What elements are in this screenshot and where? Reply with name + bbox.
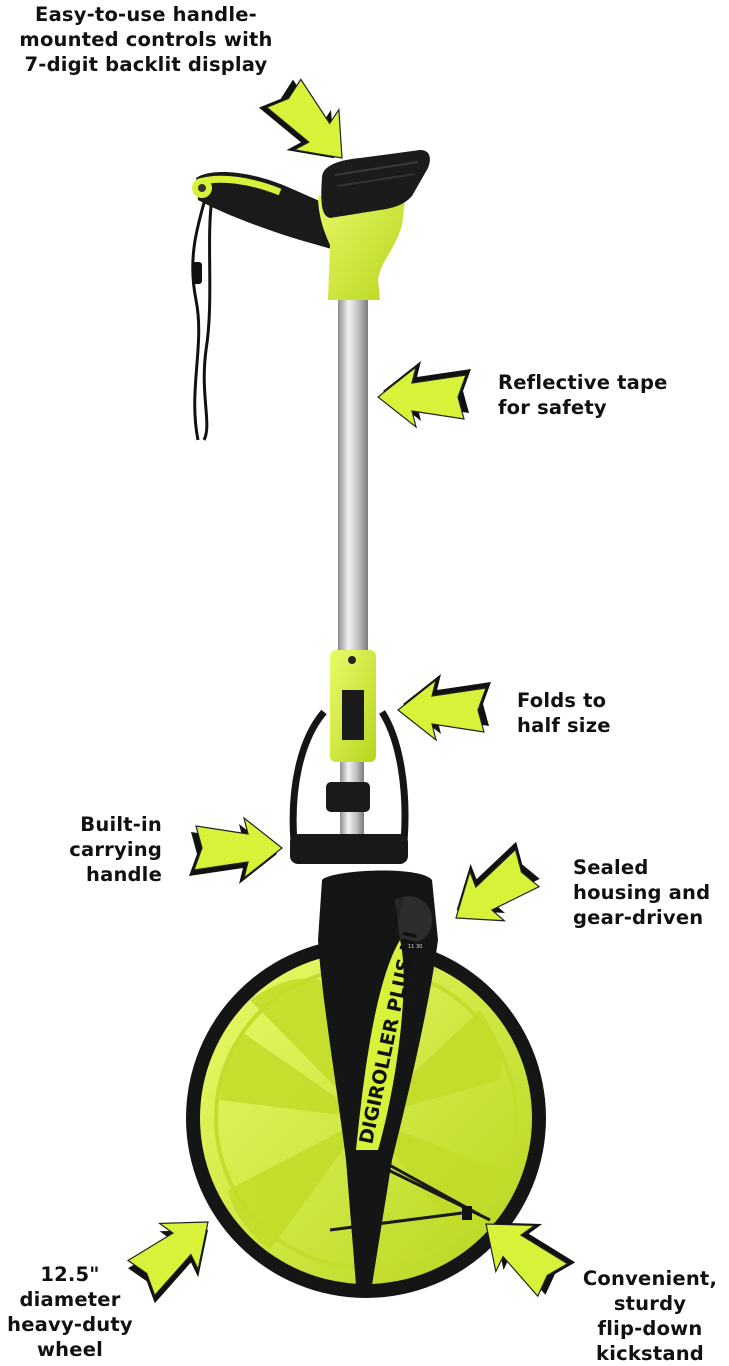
callout-fold-line-2: half size bbox=[517, 714, 611, 737]
arrow-up-left-icon bbox=[485, 1222, 576, 1298]
callout-kickstand-line-2: sturdy bbox=[613, 1292, 687, 1315]
lanyard-strap bbox=[191, 195, 214, 441]
callout-display-line-2: mounted controls with bbox=[19, 28, 273, 51]
callout-housing-line-2: housing and bbox=[573, 881, 711, 904]
callout-fold-line-1: Folds to bbox=[517, 689, 607, 712]
telescoping-pole bbox=[338, 290, 368, 660]
sealed-housing bbox=[318, 870, 438, 1285]
callout-handle-line-1: Built-in bbox=[80, 813, 162, 836]
arrow-down-left-icon bbox=[455, 841, 541, 922]
arrow-left-icon bbox=[397, 674, 491, 742]
callout-handle-line-3: handle bbox=[86, 863, 162, 886]
callout-wheel-line-2: diameter bbox=[19, 1288, 121, 1311]
callout-wheel-line-4: wheel bbox=[36, 1338, 104, 1361]
carrying-handle bbox=[289, 709, 409, 843]
callout-display-line-3: 7-digit backlit display bbox=[24, 53, 268, 76]
callout-fold: Folds to half size bbox=[517, 688, 611, 738]
fold-hinge bbox=[326, 650, 376, 812]
callout-handle: Built-in carrying handle bbox=[40, 812, 162, 887]
arrow-down-right-icon bbox=[258, 78, 343, 159]
callout-handle-line-2: carrying bbox=[69, 838, 162, 861]
arrow-up-right-icon bbox=[126, 1221, 209, 1304]
callout-kickstand-line-4: kickstand bbox=[596, 1342, 704, 1365]
callout-housing: Sealed housing and gear-driven bbox=[573, 855, 710, 930]
arrow-left-icon bbox=[377, 361, 471, 429]
handle-grip bbox=[192, 172, 340, 250]
callout-tape-line-1: Reflective tape bbox=[498, 371, 668, 394]
callout-tape-line-2: for safety bbox=[498, 396, 607, 419]
callout-housing-line-1: Sealed bbox=[573, 856, 649, 879]
callout-wheel-line-3: heavy-duty bbox=[7, 1313, 133, 1336]
callout-wheel: 12.5" diameter heavy-duty wheel bbox=[0, 1262, 140, 1362]
callout-tape: Reflective tape for safety bbox=[498, 370, 668, 420]
callout-kickstand: Convenient, sturdy flip-down kickstand bbox=[575, 1266, 725, 1366]
callout-kickstand-line-1: Convenient, bbox=[582, 1267, 718, 1290]
callout-housing-line-3: gear-driven bbox=[573, 906, 704, 929]
display-head bbox=[318, 150, 430, 300]
callout-kickstand-line-3: flip-down bbox=[597, 1317, 703, 1340]
model-small-text: 11 30 bbox=[408, 944, 422, 950]
callout-wheel-line-1: 12.5" bbox=[40, 1263, 100, 1286]
callout-display: Easy-to-use handle- mounted controls wit… bbox=[0, 2, 292, 77]
arrow-right-icon bbox=[189, 816, 283, 884]
callout-display-line-1: Easy-to-use handle- bbox=[35, 3, 257, 26]
